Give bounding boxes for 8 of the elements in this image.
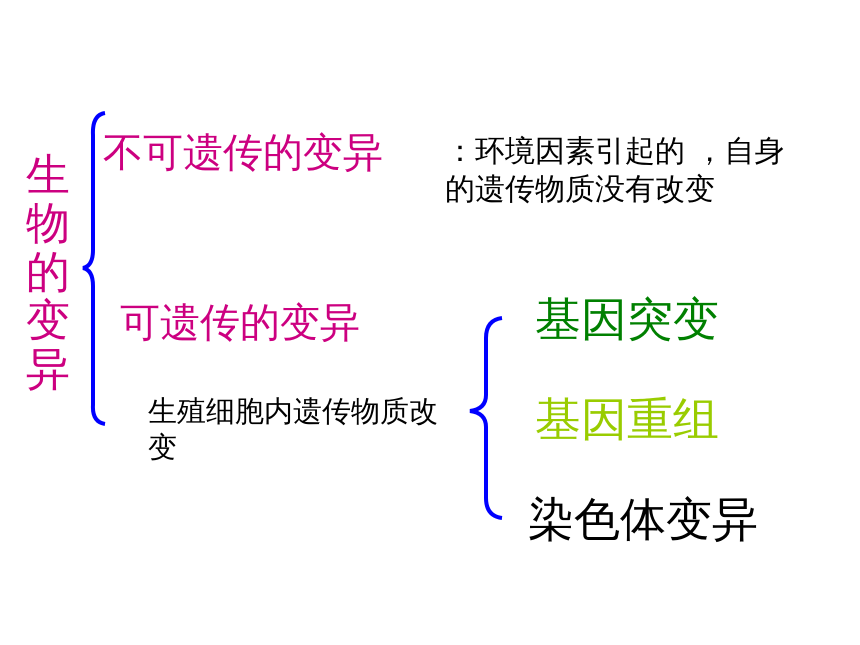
vertical-title: 生物的变异 [26,152,70,394]
category-label: 染色体变异 [528,493,758,546]
branch-heading: 可遗传的变异 [120,300,360,346]
description-text: ：环境因素引起的 ，自身的遗传物质没有改变 [445,133,786,208]
description-text: 生殖细胞内遗传物质改变 [148,393,438,466]
branch-heading: 不可遗传的变异 [103,130,383,176]
category-label: 基因重组 [535,393,719,446]
category-label: 基因突变 [535,293,719,346]
